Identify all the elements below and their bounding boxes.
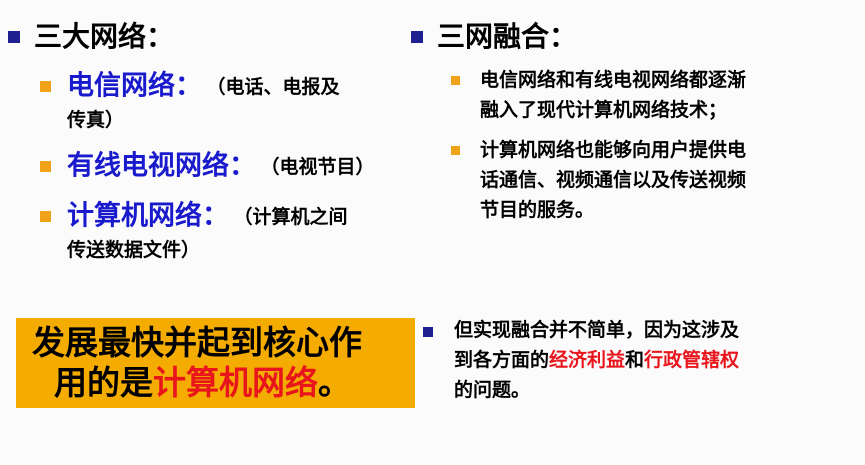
point-line: 话通信、视频通信以及传送视频 xyxy=(480,169,747,191)
left-heading: 三大网络： xyxy=(34,20,175,53)
note-text: 到各方面的 xyxy=(454,349,550,371)
bullet-square-icon xyxy=(423,327,433,337)
point-line: 融入了现代计算机网络技术； xyxy=(480,99,728,121)
left-heading-row: 三大网络： xyxy=(8,20,174,54)
item-title: 有线电视网络： xyxy=(67,150,256,182)
item-note-cont: 传送数据文件） xyxy=(67,239,201,261)
left-item-computer-net: 计算机网络： （计算机之间 xyxy=(40,200,348,233)
point-line: 电信网络和有线电视网络都逐渐 xyxy=(480,69,747,91)
bullet-square-icon xyxy=(411,31,423,43)
note-line: 但实现融合并不简单，因为这涉及 xyxy=(454,319,740,341)
note-line: 的问题。 xyxy=(454,379,531,401)
bullet-square-icon xyxy=(8,31,20,43)
left-item-telecom: 电信网络： （电话、电报及 xyxy=(40,70,340,103)
callout-text: 用的是 xyxy=(54,363,153,402)
item-note: （计算机之间 xyxy=(243,205,348,228)
callout-line-1: 发展最快并起到核心作 xyxy=(32,323,362,362)
bullet-square-icon xyxy=(40,81,51,92)
bottom-right-note: 但实现融合并不简单，因为这涉及 到各方面的经济利益和行政管辖权 的问题。 xyxy=(454,315,739,405)
point-line: 节目的服务。 xyxy=(480,199,595,221)
right-heading-row: 三网融合： xyxy=(411,20,577,54)
right-heading: 三网融合： xyxy=(437,20,578,53)
note-line: 到各方面的经济利益和行政管辖权 xyxy=(454,345,739,375)
item-title: 计算机网络： xyxy=(67,200,229,232)
callout-text: 。 xyxy=(318,363,351,402)
callout-highlight: 计算机网络 xyxy=(153,363,318,402)
point-line: 计算机网络也能够向用户提供电 xyxy=(480,139,747,161)
bullet-square-icon xyxy=(451,76,460,85)
bullet-square-icon xyxy=(451,146,460,155)
note-highlight: 行政管辖权 xyxy=(644,349,740,371)
right-point-1: 电信网络和有线电视网络都逐渐 融入了现代计算机网络技术； xyxy=(480,65,746,125)
left-item-cable-tv: 有线电视网络： （电视节目） xyxy=(40,150,375,183)
item-note: （电话、电报及 xyxy=(216,75,340,98)
callout-line-2: 用的是计算机网络。 xyxy=(54,362,351,404)
note-highlight: 经济利益 xyxy=(549,349,626,371)
callout-box: 发展最快并起到核心作 用的是计算机网络。 xyxy=(16,318,415,408)
item-note-cont: 传真） xyxy=(67,109,125,131)
right-point-2: 计算机网络也能够向用户提供电 话通信、视频通信以及传送视频 节目的服务。 xyxy=(480,135,746,225)
bullet-square-icon xyxy=(40,211,51,222)
bullet-square-icon xyxy=(40,161,51,172)
note-text: 和 xyxy=(625,349,645,371)
item-note: （电视节目） xyxy=(270,155,375,178)
item-title: 电信网络： xyxy=(67,70,202,102)
